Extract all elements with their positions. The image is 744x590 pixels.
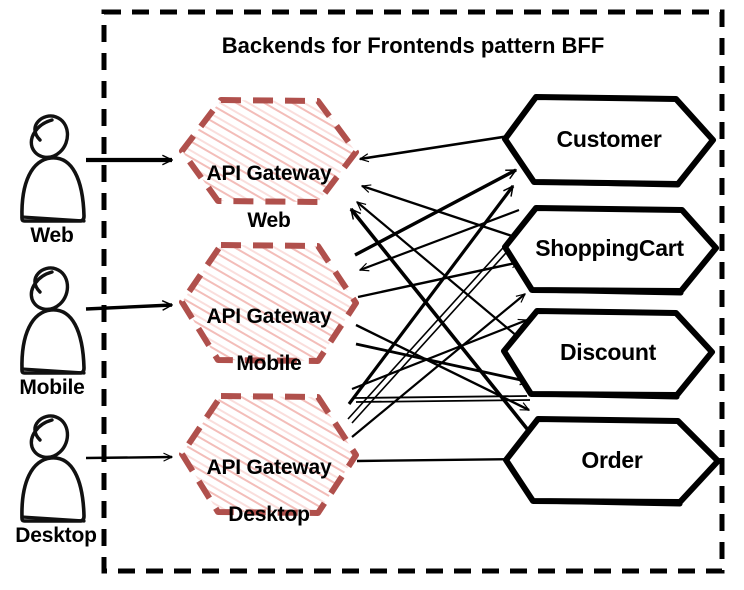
gateway-mobile-shape[interactable] bbox=[179, 242, 359, 364]
gateway-desktop-shape[interactable] bbox=[179, 393, 359, 516]
service-customer-shape[interactable] bbox=[502, 94, 716, 188]
edge-gateway-mobile-customer bbox=[354, 168, 516, 257]
edge-gateway-web-customer bbox=[360, 133, 517, 159]
edge-gateway-desktop-shoppingcart-alt bbox=[351, 320, 527, 391]
edge-gateway-web-shoppingcart bbox=[362, 186, 522, 241]
diagram-title: Backends for Frontends pattern BFF bbox=[221, 33, 605, 58]
edge-customer-to-gateway-mobile bbox=[360, 208, 520, 270]
service-discount-shape[interactable] bbox=[501, 308, 715, 400]
edge-gateway-desktop-shoppingcart bbox=[347, 228, 524, 424]
edge-gateway-desktop-order bbox=[356, 459, 523, 461]
actor-web-icon bbox=[20, 114, 86, 223]
edge-discount-to-gateway-desktop bbox=[353, 395, 531, 403]
edge-gateway-mobile-discount bbox=[355, 342, 530, 382]
edge-desktop-to-gateway-desktop bbox=[85, 457, 172, 458]
service-order-shape[interactable] bbox=[503, 416, 721, 507]
edge-gateway-desktop-discount bbox=[351, 294, 525, 438]
edge-gateway-web-order bbox=[349, 209, 530, 432]
actor-mobile-icon bbox=[20, 266, 86, 375]
service-shoppingcart-shape[interactable] bbox=[502, 205, 719, 296]
edge-gateway-mobile-shoppingcart bbox=[357, 262, 520, 299]
bff-boundary bbox=[101, 9, 725, 574]
edge-mobile-to-gateway-mobile bbox=[85, 305, 172, 309]
actor-desktop-icon bbox=[20, 414, 86, 523]
gateway-web-shape[interactable] bbox=[179, 97, 359, 205]
